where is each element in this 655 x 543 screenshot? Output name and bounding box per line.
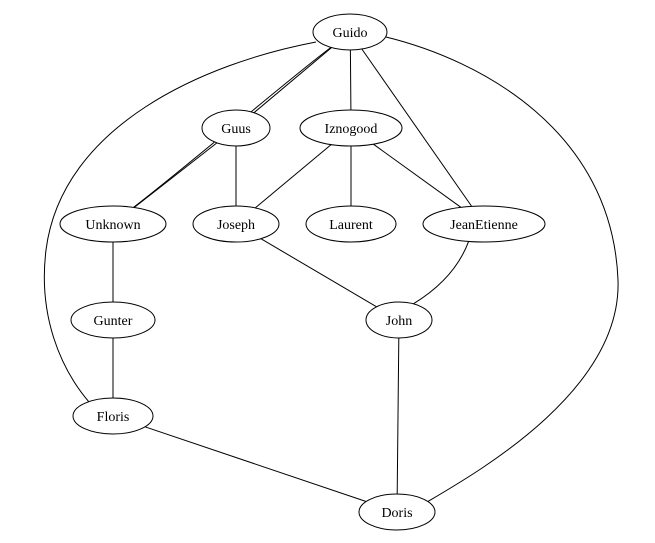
- node-label-joseph: Joseph: [217, 218, 255, 233]
- node-label-floris: Floris: [97, 410, 130, 425]
- node-john: John: [365, 301, 433, 339]
- node-floris: Floris: [72, 397, 154, 435]
- edge-iznogood-jeanetienne: [373, 143, 462, 208]
- edge-guido-floris: [43, 41, 317, 403]
- node-gunter: Gunter: [70, 301, 156, 339]
- node-joseph: Joseph: [192, 205, 280, 243]
- node-ellipse-john: [365, 301, 433, 339]
- node-label-guus: Guus: [221, 122, 251, 137]
- node-ellipse-gunter: [70, 301, 156, 339]
- edge-guido-iznogood: [349, 49, 352, 111]
- node-label-jeanetienne: JeanEtienne: [450, 218, 518, 233]
- node-laurent: Laurent: [305, 205, 397, 243]
- node-doris: Doris: [358, 493, 436, 531]
- edge-jeanetienne-john: [413, 241, 470, 305]
- node-label-gunter: Gunter: [94, 314, 133, 329]
- node-label-laurent: Laurent: [329, 218, 373, 233]
- edge-guido-doris: [385, 36, 619, 503]
- edge-guido-guus: [253, 47, 332, 114]
- edge-iznogood-joseph: [254, 144, 332, 209]
- node-label-iznogood: Iznogood: [325, 122, 378, 137]
- node-jeanetienne: JeanEtienne: [422, 205, 546, 243]
- edge-guus-unknown: [133, 142, 218, 208]
- node-ellipse-guus: [201, 109, 271, 147]
- edge-joseph-john: [260, 238, 377, 308]
- node-label-doris: Doris: [381, 506, 412, 521]
- node-ellipse-doris: [358, 493, 436, 531]
- node-iznogood: Iznogood: [299, 109, 403, 147]
- node-label-john: John: [386, 314, 412, 329]
- node-guus: Guus: [201, 109, 271, 147]
- edge-john-doris: [396, 337, 400, 495]
- edge-floris-doris: [144, 426, 367, 502]
- node-ellipse-unknown: [59, 205, 167, 243]
- node-unknown: Unknown: [59, 205, 167, 243]
- node-ellipse-guido: [312, 13, 388, 51]
- node-ellipse-floris: [72, 397, 154, 435]
- node-ellipse-jeanetienne: [422, 205, 546, 243]
- node-guido: Guido: [312, 13, 388, 51]
- node-ellipse-iznogood: [299, 109, 403, 147]
- node-label-unknown: Unknown: [85, 218, 140, 233]
- node-label-guido: Guido: [333, 26, 368, 41]
- node-ellipse-joseph: [192, 205, 280, 243]
- node-ellipse-laurent: [305, 205, 397, 243]
- edge-guido-jeanetienne: [361, 48, 473, 207]
